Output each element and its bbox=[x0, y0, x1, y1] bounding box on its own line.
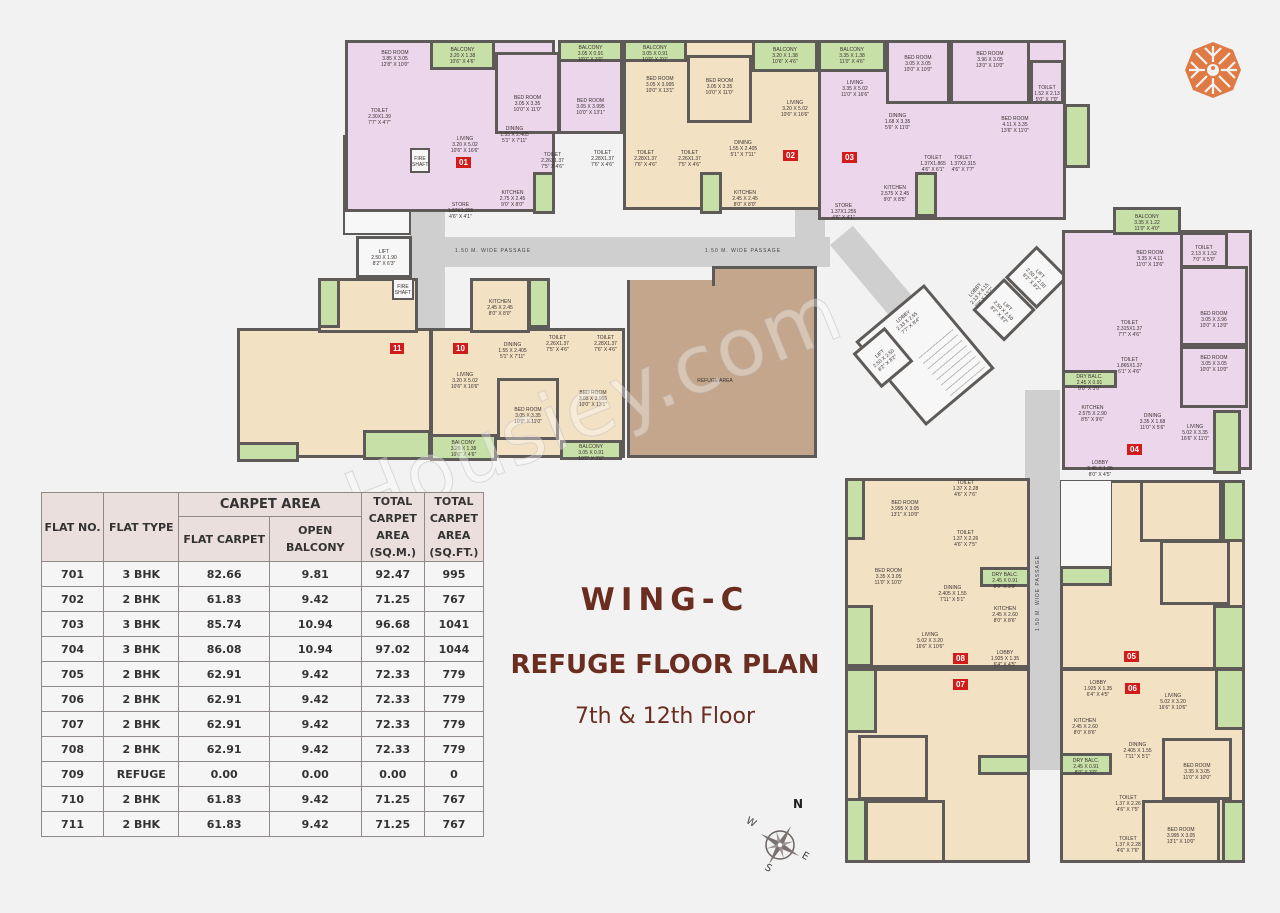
flat-tag-03: 03 bbox=[842, 152, 857, 163]
plan-title: REFUGE FLOOR PLAN bbox=[510, 650, 820, 680]
flat-10-bedroom-1: BED ROOM 3.05 X 3.35 10'0" X 11'0" bbox=[497, 378, 559, 440]
floor-subtitle: 7th & 12th Floor bbox=[575, 704, 755, 729]
header-carpet-area: CARPET AREA bbox=[178, 492, 362, 517]
compass-n: N bbox=[793, 797, 804, 811]
flat-03-bedroom-2: BED ROOM 3.96 X 3.05 13'0" X 10'0" bbox=[950, 40, 1030, 104]
flat-08-dry-balcony: DRY BALC. 2.45 X 0.91 8'0" X 3'0" bbox=[980, 567, 1030, 590]
flat-10-balcony-2: BALCONY 3.05 X 0.91 10'0" X 3'0" bbox=[560, 440, 622, 462]
flat-07-bedroom-1 bbox=[858, 735, 928, 800]
flat-tag-01: 01 bbox=[456, 157, 471, 168]
flat-06-bedroom-2: BED ROOM 3.995 X 3.05 13'1" X 10'0" bbox=[1142, 800, 1220, 863]
flat-07-balcony-1 bbox=[845, 668, 877, 733]
flat-tag-11: 11 bbox=[390, 343, 405, 354]
flat-04-balcony-1: BALCONY 3.35 X 1.22 11'0" X 4'0" bbox=[1113, 207, 1181, 235]
passage-right-vertical bbox=[1025, 390, 1060, 770]
lift-left: LIFT 2.50 X 1.90 8'2" X 6'3" bbox=[356, 236, 412, 278]
flat-10-dry-balcony bbox=[528, 278, 550, 328]
flat-05-bedroom-1 bbox=[1140, 480, 1222, 542]
flat-06-bedroom-1: BED ROOM 3.35 X 3.05 11'0" X 10'0" bbox=[1162, 738, 1232, 800]
refuge-area[interactable] bbox=[627, 280, 817, 458]
flat-01-balcony-2: BALCONY 3.05 X 0.91 10'0" X 3'0" bbox=[558, 40, 623, 63]
flat-05-balcony-1 bbox=[1222, 480, 1245, 542]
compass-rose-icon bbox=[760, 825, 800, 865]
flat-04-balcony-2 bbox=[1213, 410, 1241, 474]
wing-title: WING-C bbox=[580, 582, 750, 618]
compass: N W E S bbox=[740, 795, 820, 875]
flat-11-balcony-2 bbox=[363, 430, 431, 460]
flat-04-dry-balcony: DRY BALC. 2.45 X 0.91 8'0" X 3'0" bbox=[1062, 370, 1117, 392]
fire-shaft-bottom: FIRE SHAFT bbox=[392, 278, 414, 300]
flat-02-balcony-2: BALCONY 3.20 X 1.38 10'6" X 4'6" bbox=[752, 40, 818, 72]
passage-label-left: 1.50 M. WIDE PASSAGE bbox=[455, 248, 532, 254]
header-open-balcony: OPEN BALCONY bbox=[268, 516, 362, 562]
flat-tag-10: 10 bbox=[453, 343, 468, 354]
passage-horizontal bbox=[410, 237, 830, 267]
lotus-mandala-logo-icon bbox=[1185, 42, 1241, 98]
flat-10-kitchen: KITCHEN 2.45 X 2.45 8'0" X 8'0" bbox=[470, 278, 530, 333]
brand-logo bbox=[1183, 40, 1243, 100]
flat-06-balcony-2 bbox=[1222, 800, 1245, 863]
flat-tag-04: 04 bbox=[1127, 444, 1142, 455]
flat-08-balcony-2 bbox=[845, 605, 873, 667]
refuge-area-label: REFUGE AREA bbox=[697, 378, 733, 384]
flat-08-balcony-1 bbox=[845, 478, 865, 540]
header-flat-type: FLAT TYPE bbox=[103, 492, 180, 562]
flat-11-dry-balcony bbox=[318, 278, 340, 328]
flat-05-dry-balcony bbox=[1060, 566, 1112, 586]
flat-03-bedroom-1: BED ROOM 3.05 X 3.05 10'0" X 10'0" bbox=[886, 40, 950, 104]
flat-04-toilet-1: TOILET 2.13 X 1.52 7'0" X 5'0" bbox=[1180, 232, 1228, 268]
flat-10-balcony-1: BALCONY 3.20 X 1.38 10'6" X 4'6" bbox=[430, 434, 497, 461]
flat-07-balcony-2 bbox=[845, 798, 867, 863]
flat-07-bedroom-2 bbox=[865, 800, 945, 863]
flat-03-balcony-1: BALCONY 3.35 X 1.38 11'0" X 4'6" bbox=[818, 40, 886, 72]
flat-tag-02: 02 bbox=[783, 150, 798, 161]
flat-03-dry-balcony bbox=[915, 172, 937, 217]
header-flat-carpet: FLAT CARPET bbox=[178, 516, 270, 562]
passage-label-right: 1.50 M. WIDE PASSAGE bbox=[705, 248, 782, 254]
flat-02-balcony-1: BALCONY 3.05 X 0.91 10'0" X 3'0" bbox=[623, 40, 687, 63]
fire-shaft-top: FIRE SHAFT bbox=[410, 148, 430, 173]
refuge-area-top bbox=[712, 266, 817, 286]
flat-tag-05: 05 bbox=[1124, 651, 1139, 662]
flat-tag-06: 06 bbox=[1125, 683, 1140, 694]
flat-tag-07: 07 bbox=[953, 679, 968, 690]
flat-04-bedroom-2: BED ROOM 3.05 X 3.96 10'0" X 13'0" bbox=[1180, 266, 1248, 346]
flat-01-dry-balcony bbox=[533, 172, 555, 214]
carpet-area-table: FLAT NO. FLAT TYPE CARPET AREA TOTAL CAR… bbox=[40, 492, 485, 837]
flat-07-dry-balcony bbox=[978, 755, 1030, 775]
flat-tag-08: 08 bbox=[953, 653, 968, 664]
flat-05-shaft bbox=[1060, 480, 1112, 568]
flat-03-toilet-1: TOILET 1.52 X 2.13 5'0" X 7'0" bbox=[1030, 60, 1064, 104]
header-flat-no: FLAT NO. bbox=[40, 492, 105, 562]
flat-02-bedroom-2: BED ROOM 3.05 X 3.35 10'0" X 11'0" bbox=[687, 55, 752, 123]
flat-01-bedroom-2: BED ROOM 3.05 X 3.35 10'0" X 11'0" bbox=[495, 52, 560, 134]
flat-06-dry-balcony: DRY BALC. 2.45 X 0.91 8'0" X 3'0" bbox=[1060, 753, 1112, 776]
passage-label-vertical: 1.50 M. WIDE PASSAGE bbox=[1035, 554, 1042, 632]
flat-01-balcony: BALCONY 3.20 X 1.38 10'6" X 4'6" bbox=[430, 40, 495, 70]
flat-04-bedroom-3: BED ROOM 3.05 X 3.05 10'0" X 10'0" bbox=[1180, 346, 1248, 408]
flat-03-balcony-2 bbox=[1064, 104, 1090, 168]
flat-02-dry-balcony bbox=[700, 172, 722, 214]
header-total-sqm: TOTAL CARPET AREA (SQ.M.) bbox=[360, 492, 425, 562]
header-total-sqft: TOTAL CARPET AREA (SQ.FT.) bbox=[423, 492, 485, 562]
flat-05-balcony-2 bbox=[1213, 605, 1245, 670]
flat-11-balcony-1 bbox=[237, 442, 299, 462]
flat-06-balcony-1 bbox=[1215, 668, 1245, 730]
flat-05-bedroom-2 bbox=[1160, 540, 1230, 605]
